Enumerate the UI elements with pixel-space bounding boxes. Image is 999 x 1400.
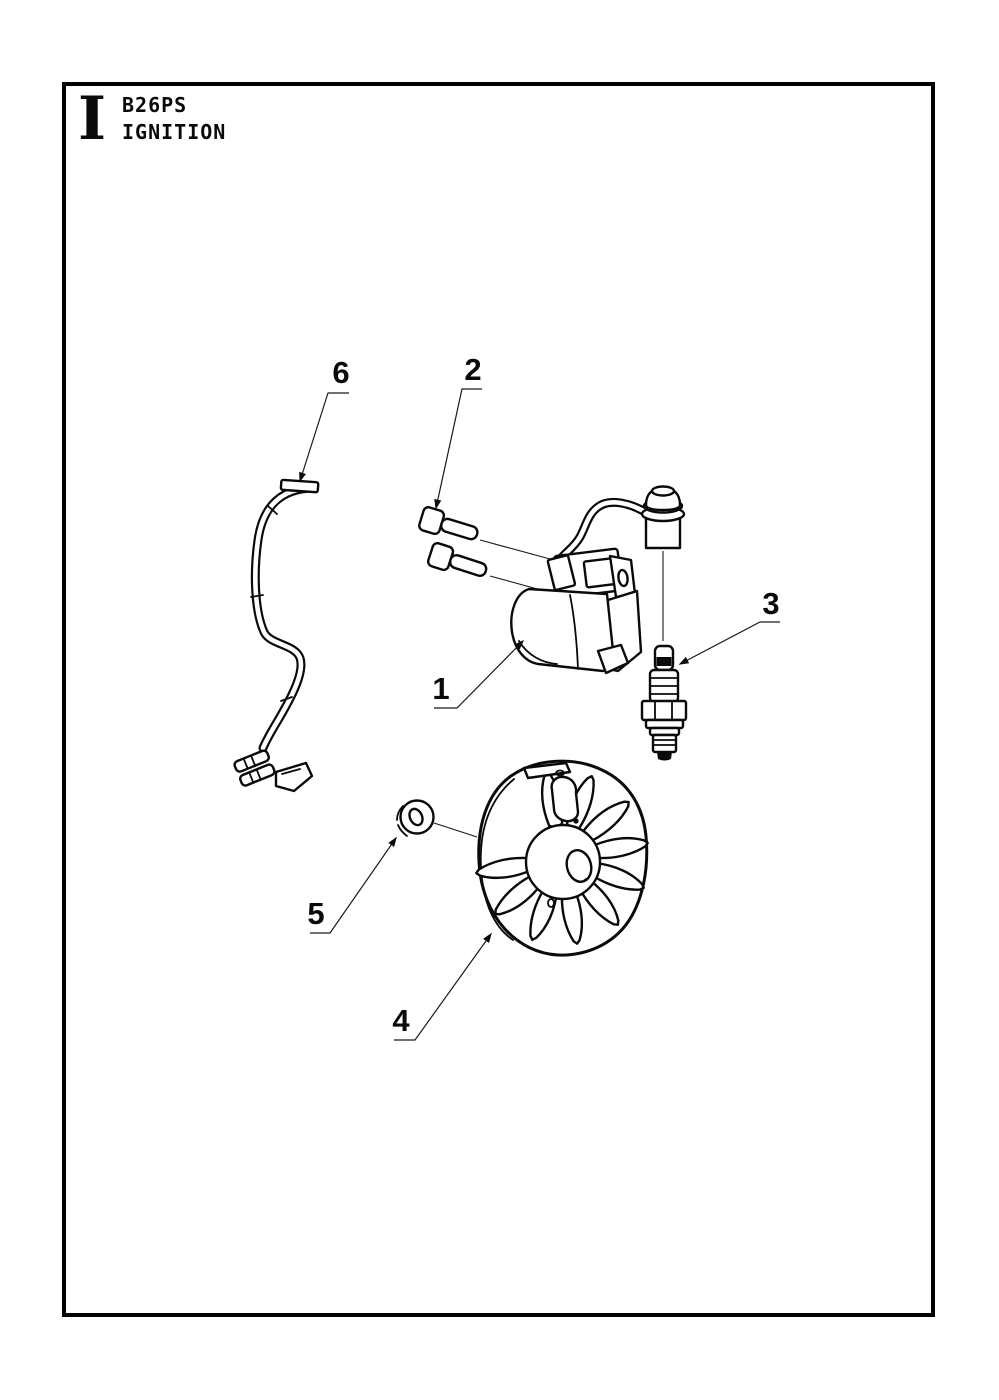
spark-plug-boot — [640, 485, 686, 550]
leader-3 — [678, 621, 780, 665]
flange-nut-drawing — [396, 799, 478, 838]
screws-drawing — [418, 506, 551, 591]
page-border — [62, 82, 935, 1317]
callout-6: 6 — [332, 355, 349, 390]
callout-3: 3 — [762, 586, 779, 621]
model-code: B26PS — [122, 93, 187, 117]
ignition-coil-drawing — [510, 485, 686, 675]
callout-1: 1 — [432, 671, 449, 706]
leader-5 — [310, 836, 397, 934]
leader-1 — [434, 639, 525, 709]
flywheel-drawing — [475, 759, 649, 957]
callout-leaders — [299, 388, 780, 1041]
callout-5: 5 — [307, 896, 324, 931]
stop-wire-drawing — [233, 478, 320, 793]
leader-4 — [394, 932, 492, 1041]
callout-2: 2 — [464, 352, 481, 387]
leader-6 — [299, 392, 349, 483]
flywheel-fins — [475, 771, 649, 945]
header: I B26PS IGNITION — [78, 84, 226, 154]
leader-2 — [434, 388, 482, 510]
callout-4: 4 — [392, 1003, 410, 1038]
callout-numbers: 6 2 1 3 5 4 — [307, 352, 779, 1038]
spark-plug-drawing — [640, 644, 688, 761]
section-title: IGNITION — [122, 120, 226, 144]
section-letter: I — [78, 84, 106, 154]
